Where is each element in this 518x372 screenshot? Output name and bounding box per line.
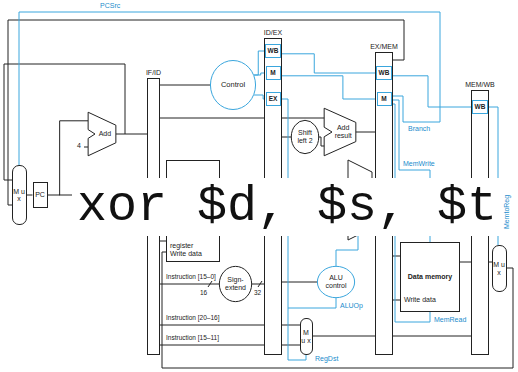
port-name: Write data <box>404 296 436 304</box>
instruction-banner: xor $d, $s, $t <box>72 178 502 236</box>
unit-name: WB <box>475 103 486 110</box>
unit-name: register <box>170 242 193 250</box>
register-name: MEM/WB <box>465 81 495 89</box>
unit-name: Sign-extend <box>224 276 248 292</box>
signal-wire <box>281 76 377 99</box>
unit-name: WB <box>268 47 279 54</box>
bus-name: Instruction [20–16] <box>166 314 219 321</box>
unit-name: Shift left 2 <box>295 129 315 145</box>
multiplexer: M u x <box>12 165 27 225</box>
bus-name: Instruction [15–11] <box>166 334 219 341</box>
adder: Add <box>88 112 116 156</box>
signal-wire <box>281 54 376 73</box>
signal-wire <box>252 284 264 285</box>
unit-name: M <box>381 95 386 102</box>
unit-name: Control <box>221 81 245 90</box>
register-name: IF/ID <box>146 69 161 77</box>
data-memory: Data memoryWrite data <box>400 242 460 312</box>
ellipse-outline <box>317 266 354 297</box>
control-field: M <box>266 66 281 80</box>
control-field: WB <box>265 44 281 58</box>
multiplexer: M u x <box>300 318 313 355</box>
unit-name: PC <box>35 191 45 199</box>
ellipse-outline <box>291 120 318 153</box>
signal-name: MemtoReg <box>503 195 511 229</box>
signal-name: RegDst <box>315 355 338 363</box>
signal-wire <box>392 76 472 107</box>
control-wires <box>19 12 498 360</box>
unit-name: Add result <box>332 124 354 140</box>
bus-width: 16 <box>200 289 207 296</box>
unit-name: M u x <box>493 261 506 276</box>
signal-name: MemWrite <box>403 160 435 168</box>
unit-name: EX <box>269 95 278 102</box>
control-field: M <box>377 92 392 106</box>
bus-width: 32 <box>254 289 261 296</box>
adder: Add result <box>324 108 356 156</box>
signal-name: MemRead <box>434 316 466 324</box>
constant-value: 4 <box>77 142 81 150</box>
unit-name: M u x <box>301 329 312 344</box>
data-wires <box>4 20 513 368</box>
ellipse-outline <box>210 61 255 110</box>
shift-unit: Shift left 2 <box>291 120 319 154</box>
control-field: EX <box>266 92 281 106</box>
bus-name: Instruction [15–0] <box>166 273 216 280</box>
adder-outline <box>88 112 116 156</box>
unit-name: ALU control <box>322 274 349 290</box>
sign-extend-unit: Sign-extend <box>219 266 252 302</box>
unit-name: WB <box>379 69 390 76</box>
register-name: ID/EX <box>264 29 282 37</box>
port-name: Write data <box>170 250 202 258</box>
signal-name: Branch <box>408 125 430 133</box>
unit-name: Data memory <box>408 273 452 281</box>
control-field: WB <box>472 100 488 114</box>
control-field: WB <box>376 66 392 80</box>
unit-name: M <box>270 69 275 76</box>
adder-outline <box>324 108 356 156</box>
alu-control-unit: ALU control <box>317 266 355 298</box>
signal-name: PCSrc <box>100 2 120 10</box>
unit-name: M u x <box>13 188 26 203</box>
control-unit: Control <box>210 60 256 110</box>
unit-name: Add <box>99 130 111 138</box>
ellipse-outline <box>219 266 251 301</box>
unit-name: xor $d, $s, $t <box>77 182 497 232</box>
register-name: EX/MEM <box>370 43 398 51</box>
signal-name: ALUOp <box>340 302 363 310</box>
multiplexer: M u x <box>492 245 507 292</box>
program-counter: PC <box>33 182 48 208</box>
